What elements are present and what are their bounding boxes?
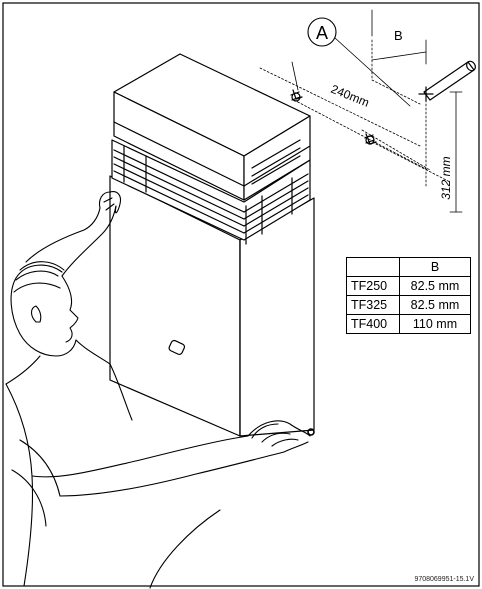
dimension-b-label: B — [394, 28, 403, 43]
dimension-312: 312 mm — [439, 156, 453, 199]
heater-grille — [111, 139, 311, 245]
callout-a: A — [307, 17, 337, 47]
wall-bracket — [290, 89, 377, 145]
dimension-lines — [259, 9, 463, 213]
table-row: TF400 110 mm — [346, 314, 471, 334]
heater-body — [109, 175, 315, 437]
value-cell: 82.5 mm — [399, 295, 471, 315]
flue-pipe — [418, 60, 476, 102]
heater-top-lid — [113, 53, 311, 201]
table-header-row: B — [346, 257, 471, 277]
installer-figure — [5, 191, 315, 589]
model-cell: TF325 — [346, 295, 400, 315]
model-cell: TF250 — [346, 276, 400, 296]
callout-label: A — [316, 23, 328, 43]
table-header-cell — [346, 257, 400, 277]
value-cell: 82.5 mm — [399, 276, 471, 296]
dimension-240: 240mm — [329, 82, 371, 110]
dimension-table: B TF250 82.5 mm TF325 82.5 mm TF400 110 … — [346, 257, 471, 334]
table-row: TF250 82.5 mm — [346, 276, 471, 296]
value-cell: 110 mm — [399, 314, 471, 334]
model-cell: TF400 — [346, 314, 400, 334]
table-row: TF325 82.5 mm — [346, 295, 471, 315]
reference-code: 9708069951-15.1V — [414, 576, 474, 583]
table-header-cell: B — [399, 257, 471, 277]
